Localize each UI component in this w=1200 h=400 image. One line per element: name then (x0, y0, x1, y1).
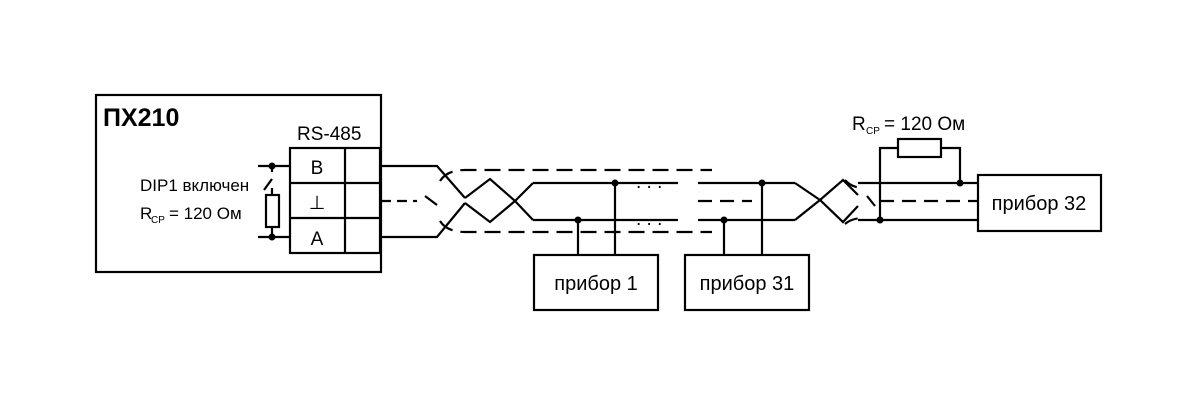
device-1-box (532, 253, 660, 312)
device-31-box (683, 253, 811, 312)
device-31-label: прибор 31 (700, 273, 795, 295)
svg-text:R: R (852, 114, 866, 135)
interface-label: RS-485 (297, 124, 361, 145)
terminal-a: A (311, 229, 324, 250)
device-32-label: прибор 32 (992, 193, 1087, 215)
ellipsis-top: . . . (636, 172, 662, 193)
svg-text:СР: СР (866, 126, 880, 137)
ellipsis-bottom: . . . (636, 209, 662, 230)
svg-text:= 120 Ом: = 120 Ом (169, 204, 242, 223)
svg-text:R: R (140, 204, 152, 223)
terminal-gnd: ⊥ (309, 193, 326, 214)
dip-switch-resistor (258, 164, 290, 239)
svg-text:СР: СР (151, 215, 165, 226)
controller-title: ПХ210 (103, 104, 179, 132)
device-32-box (976, 173, 1103, 233)
terminal-b: B (311, 158, 324, 179)
cable-left (381, 164, 712, 255)
terminal-block (288, 146, 382, 255)
dip-label: DIP1 включен (140, 176, 249, 195)
device-1-label: прибор 1 (554, 273, 638, 295)
cable-right (698, 137, 978, 255)
junction-dots (268, 162, 964, 241)
svg-text:= 120 Ом: = 120 Ом (884, 114, 965, 135)
terminator-resistor (896, 137, 943, 159)
dip-resistor-label: R СР = 120 Ом (140, 204, 242, 226)
terminator-label: R СР = 120 Ом (852, 114, 965, 137)
